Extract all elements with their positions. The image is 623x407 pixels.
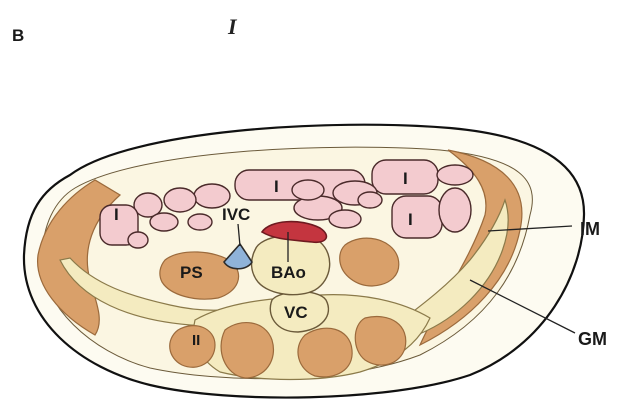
intestine-loop (164, 188, 196, 212)
intestine-loop (128, 232, 148, 248)
top-marker: I (227, 14, 238, 39)
ii-label: II (192, 332, 200, 349)
intestine-label-center: I (274, 177, 279, 196)
vc-label: VC (284, 303, 308, 322)
intestine-loop (188, 214, 212, 230)
ivc-label: IVC (222, 205, 250, 224)
intestine-label-left: I (114, 205, 119, 224)
intestine-loop (292, 180, 324, 200)
gluteal-muscle-left (221, 323, 273, 378)
gluteal-muscle-center (298, 328, 352, 377)
intestine-loop (439, 188, 471, 232)
ps-label: PS (180, 263, 203, 282)
im-label: IM (580, 219, 600, 239)
bao-label: BAo (271, 263, 306, 282)
intestine-label-right: I (408, 210, 413, 229)
intestine-loop (437, 165, 473, 185)
gm-label: GM (578, 329, 607, 349)
intestine-loop (358, 192, 382, 208)
intestine-loop (150, 213, 178, 231)
intestine-loop (392, 196, 442, 238)
panel-letter: B (12, 26, 24, 45)
intestine-label-right-top: I (403, 169, 408, 188)
gluteal-muscle-right (355, 317, 406, 366)
intestine-loop (329, 210, 361, 228)
